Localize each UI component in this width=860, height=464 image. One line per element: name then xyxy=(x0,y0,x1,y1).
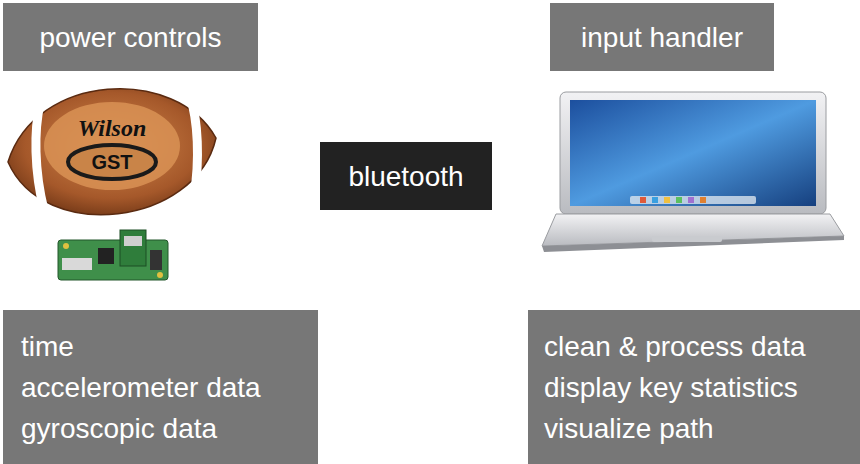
box-text: power controls xyxy=(39,17,221,58)
box-text: accelerometer data xyxy=(21,367,261,408)
logo-text: Wilson xyxy=(78,115,146,142)
box-text: visualize path xyxy=(544,408,714,449)
laptop-illustration xyxy=(542,92,844,252)
circuit-board-illustration xyxy=(58,230,168,280)
box-text: input handler xyxy=(581,17,743,58)
box-text: display key statistics xyxy=(544,367,798,408)
label-box: power controls xyxy=(3,3,258,71)
link-box: bluetooth xyxy=(320,142,492,210)
box-text: gyroscopic data xyxy=(21,408,217,449)
logo-text: GST xyxy=(91,151,132,174)
box-text: time xyxy=(21,326,74,367)
box-text: bluetooth xyxy=(348,156,463,197)
label-box: input handler xyxy=(550,3,774,71)
football-illustration xyxy=(8,89,216,215)
data-box: clean & process datadisplay key statisti… xyxy=(528,310,860,464)
box-text: clean & process data xyxy=(544,326,806,367)
data-box: timeaccelerometer datagyroscopic data xyxy=(3,310,318,464)
